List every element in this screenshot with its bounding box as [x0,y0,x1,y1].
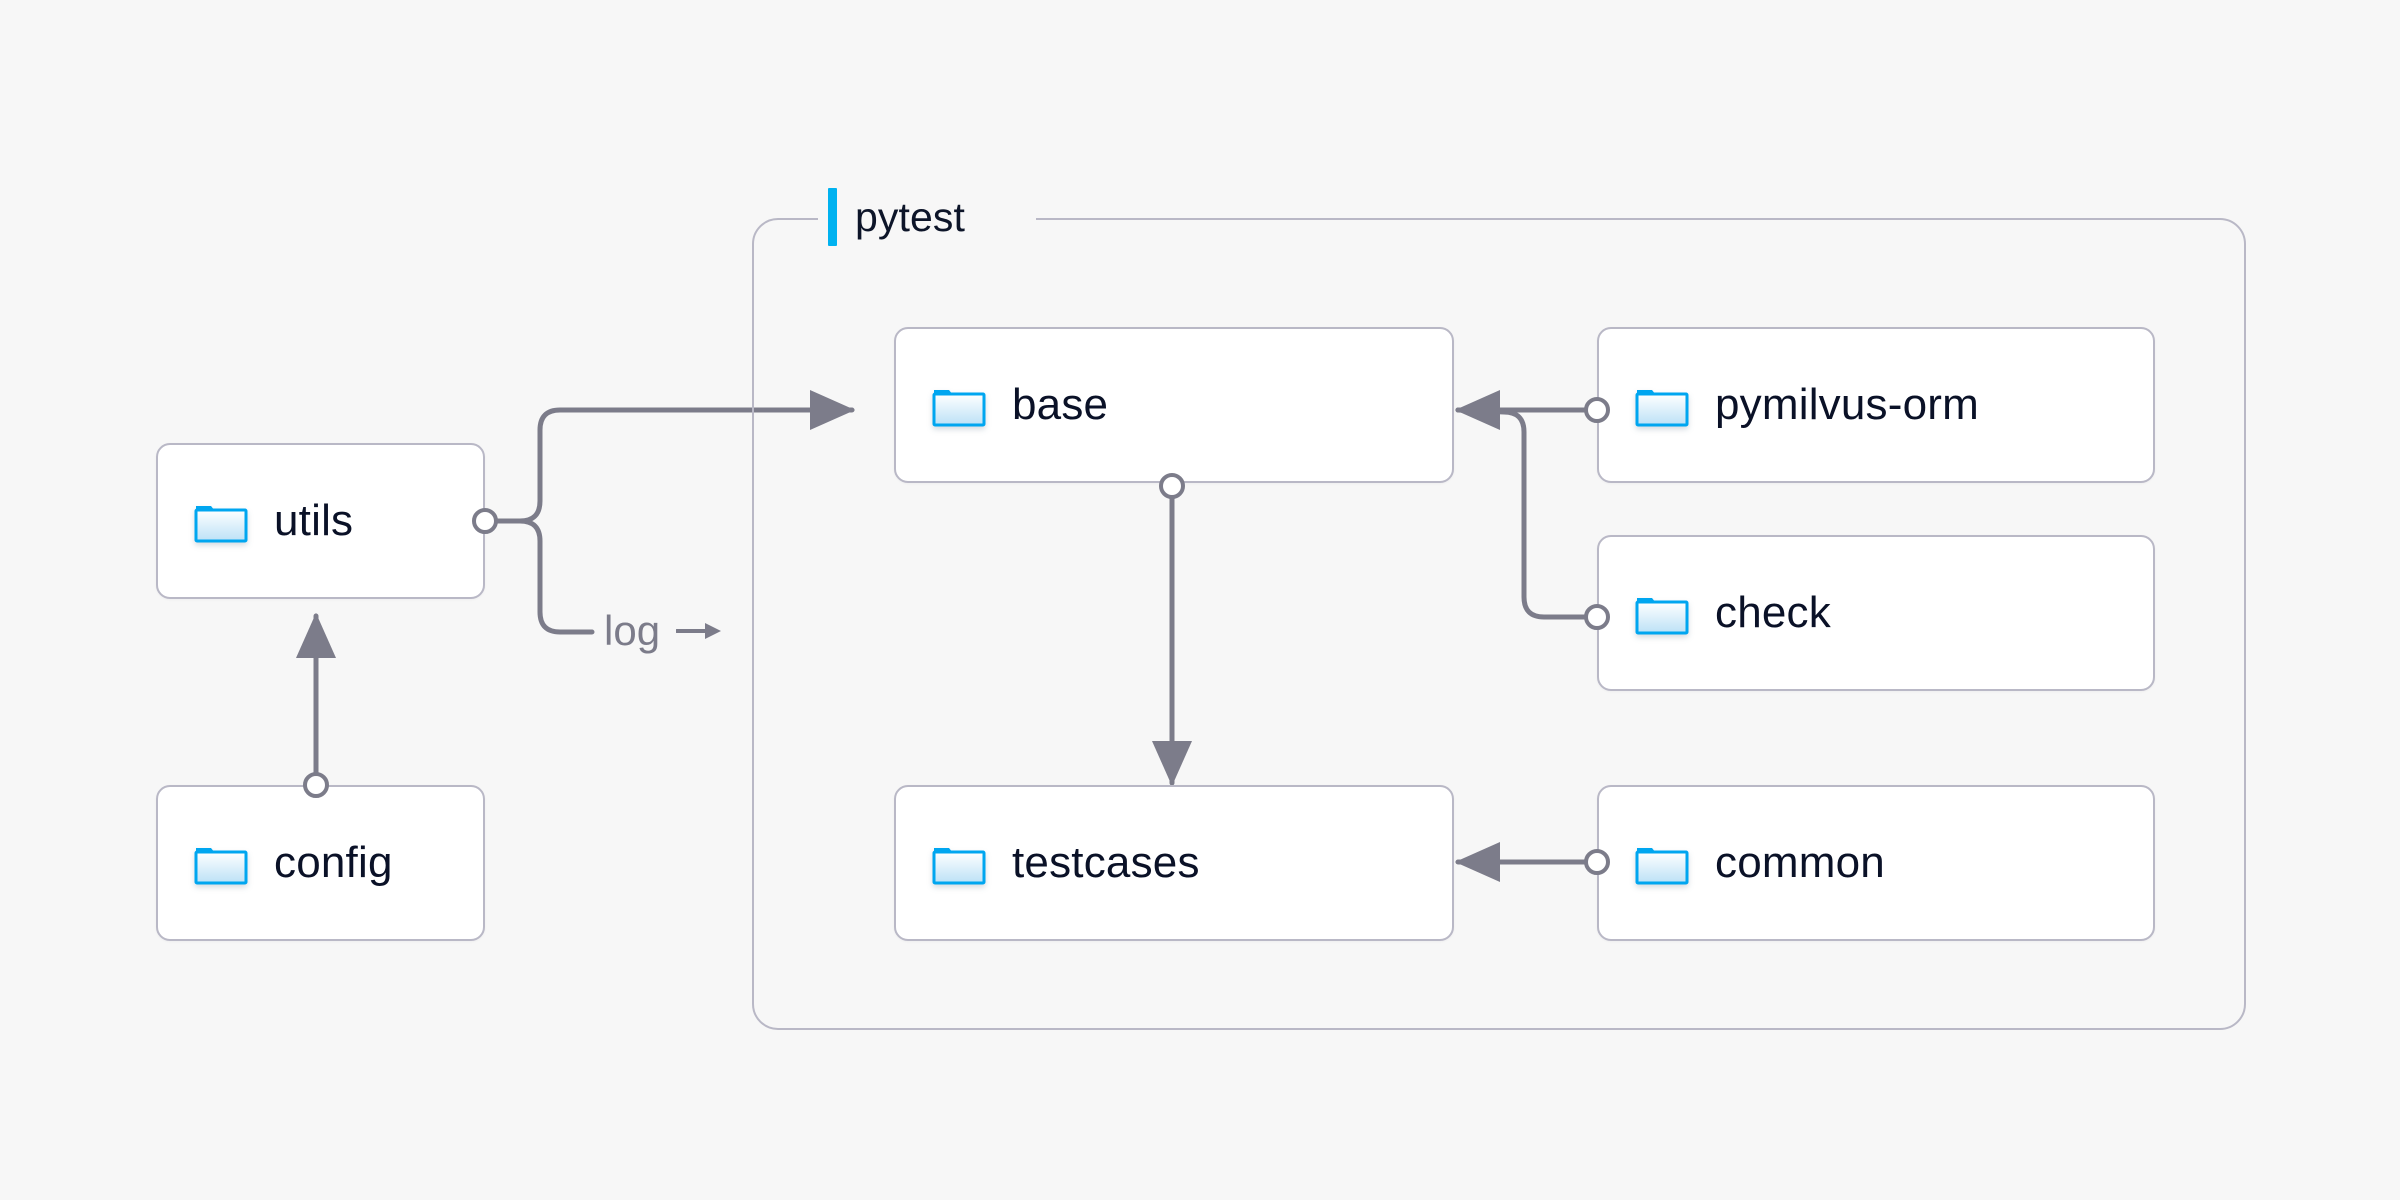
node-testcases[interactable]: testcases [894,785,1454,941]
port-config-top[interactable] [303,772,329,798]
port-check-left[interactable] [1584,604,1610,630]
group-accent-bar [828,188,837,246]
node-label: check [1715,588,1831,637]
node-check[interactable]: check [1597,535,2155,691]
port-utils-right[interactable] [472,508,498,534]
group-label: pytest [828,188,965,246]
port-base-bottom[interactable] [1159,473,1185,499]
node-label: base [1012,380,1109,429]
folder-icon [194,506,248,543]
folder-icon [1635,390,1689,427]
folder-icon [1635,848,1689,885]
node-base[interactable]: base [894,327,1454,483]
group-label-notch [818,206,1036,230]
node-label: common [1715,838,1885,887]
node-label: testcases [1012,838,1200,887]
node-pymilvus-orm[interactable]: pymilvus-orm [1597,327,2155,483]
folder-icon [932,390,986,427]
folder-icon [1635,598,1689,635]
folder-icon [932,848,986,885]
arrow-right-icon [676,623,722,639]
node-common[interactable]: common [1597,785,2155,941]
folder-icon [194,848,248,885]
port-pymilvus-orm-left[interactable] [1584,397,1610,423]
edge-label-text: log [604,607,661,654]
node-label: utils [274,496,354,545]
node-utils[interactable]: utils [156,443,485,599]
group-label-text: pytest [855,193,965,240]
pytest-group-container[interactable] [752,218,2246,1030]
port-common-left[interactable] [1584,849,1610,875]
node-label: config [274,838,393,887]
edge-utils-to-log [482,518,595,635]
node-label: pymilvus-orm [1715,380,1979,429]
edge-label-log: log [604,610,722,652]
node-config[interactable]: config [156,785,485,941]
